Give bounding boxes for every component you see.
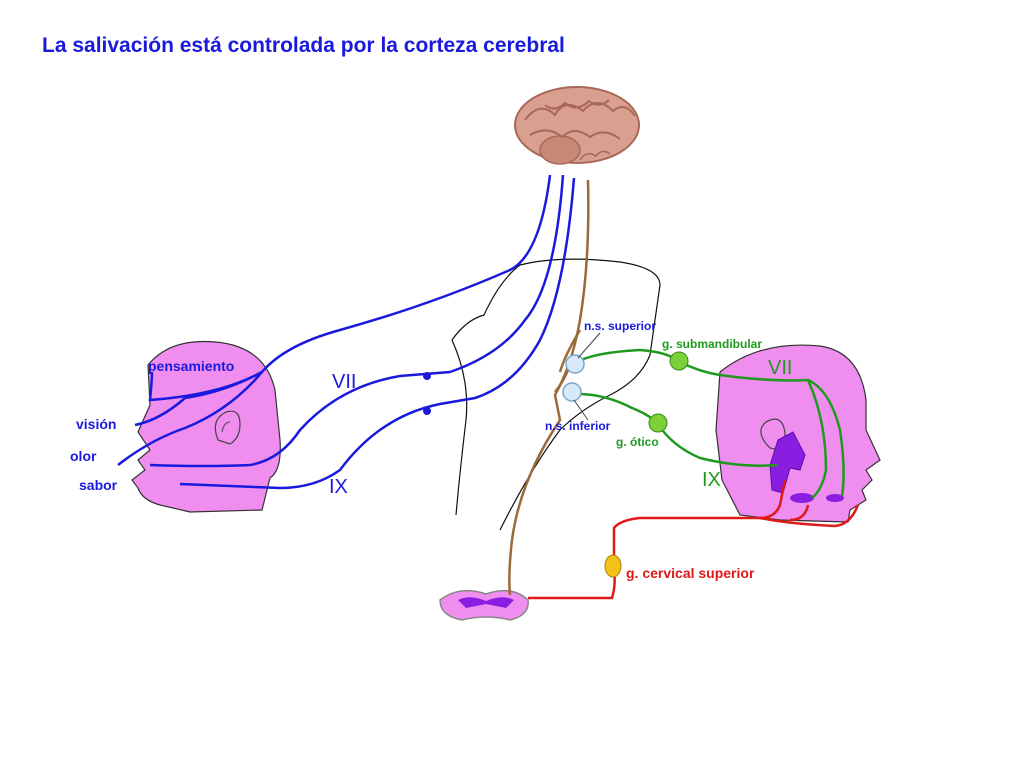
label-ix-left: IX <box>329 476 348 498</box>
blue-nerves <box>117 174 576 490</box>
page-title: La salivación está controlada por la cor… <box>42 34 565 57</box>
spinal-cord-icon <box>439 589 529 621</box>
head-left-icon <box>131 340 281 513</box>
label-sabor: sabor <box>79 477 118 493</box>
label-olor: olor <box>70 448 97 464</box>
submandibular-ganglion <box>669 351 689 371</box>
label-ns-superior: n.s. superior <box>584 319 656 333</box>
label-ns-inferior: n.s. inferior <box>545 419 611 433</box>
neck-outline <box>451 258 661 531</box>
otic-ganglion <box>648 413 668 433</box>
ns-inferior-ganglion <box>562 382 582 402</box>
label-vision: visión <box>76 416 116 432</box>
cervical-ganglion <box>604 554 622 578</box>
label-pensamiento: pensamiento <box>148 358 234 374</box>
red-nerves <box>528 479 860 600</box>
brain-icon <box>514 86 640 165</box>
label-g-submandibular: g. submandibular <box>662 337 762 351</box>
head-right-icon <box>715 344 881 523</box>
ns-superior-ganglion <box>565 354 585 374</box>
label-g-cervical: g. cervical superior <box>626 565 755 581</box>
label-g-otico: g. ótico <box>616 435 659 449</box>
label-vii-left: VII <box>332 371 356 393</box>
label-ix-right: IX <box>702 469 721 491</box>
label-vii-right: VII <box>768 357 792 379</box>
